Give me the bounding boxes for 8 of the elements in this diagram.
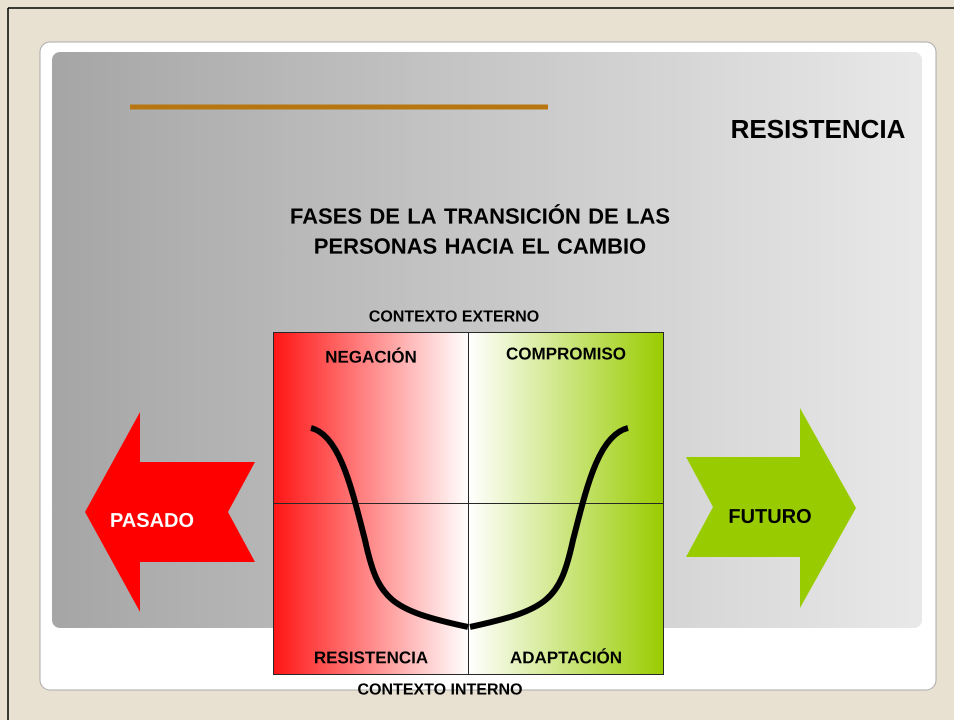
negation-quadrant: NEGACIÓN xyxy=(273,332,469,504)
heading: RESISTENCIA xyxy=(732,120,905,138)
commitment-quadrant: COMPROMISO xyxy=(468,332,664,504)
resistance-quadrant: RESISTENCIA xyxy=(273,503,469,675)
adaptation-quadrant: ADAPTACIÓN xyxy=(468,503,664,675)
context-label: CONTEXTO EXTERNO xyxy=(369,310,539,322)
title: FASES DE LA TRANSICIÓN DE LAS PERSONAS HACIA EL CAMBIO xyxy=(291,204,670,254)
context-label: CONTEXTO INTERNO xyxy=(358,683,522,695)
